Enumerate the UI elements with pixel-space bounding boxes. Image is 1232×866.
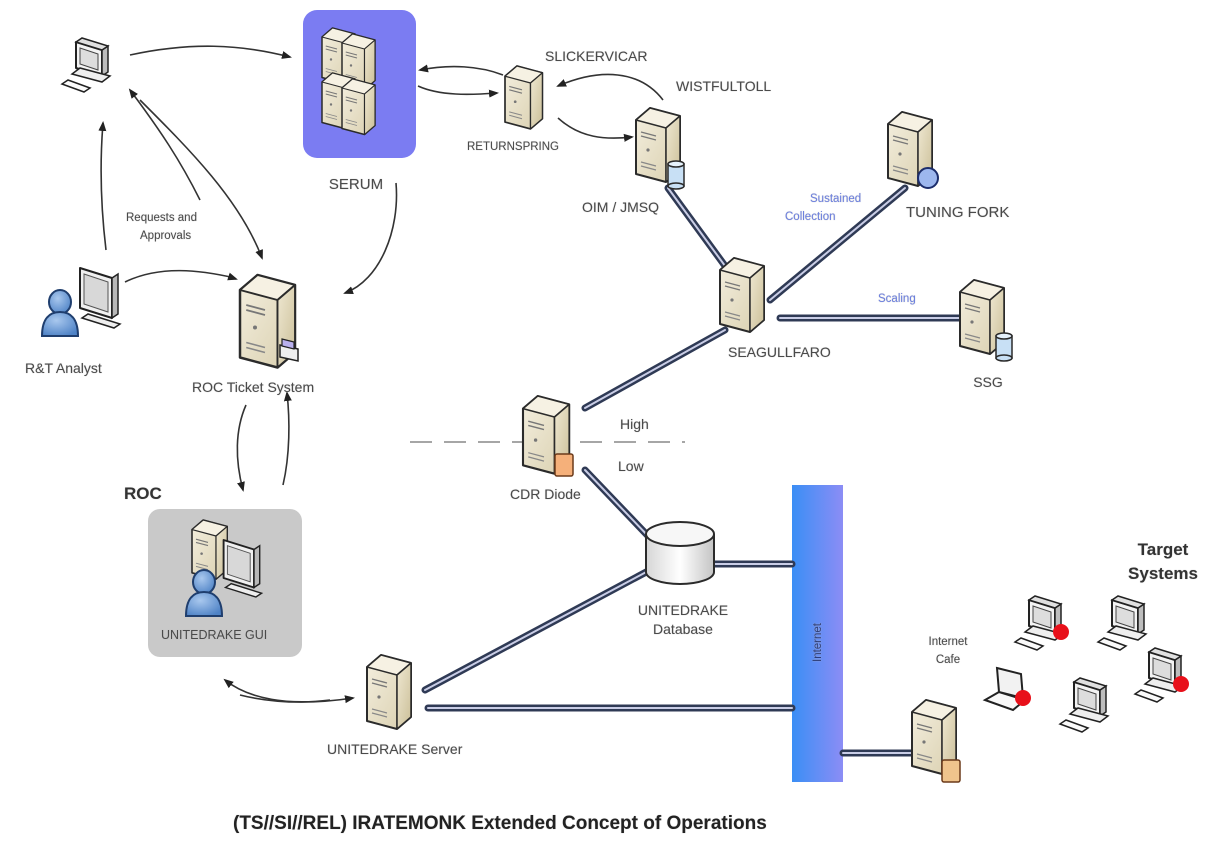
infection-marker <box>1173 676 1189 692</box>
internet-label: Internet <box>812 623 824 662</box>
seagullfaro-server-icon[interactable] <box>719 257 765 333</box>
tuning-fork-server-icon[interactable] <box>887 111 939 189</box>
arrow-wistfultoll-returnspring <box>556 73 664 101</box>
flow-arrows <box>98 45 664 704</box>
arrow-ticket-workstation <box>128 88 201 201</box>
database-icon <box>667 160 685 190</box>
cdr-diode-server-icon[interactable] <box>521 394 574 477</box>
cdr-diode-label: CDR Diode <box>510 486 581 502</box>
unitedrake-server-icon[interactable] <box>366 654 412 730</box>
slickervicar-label: SLICKERVICAR <box>545 48 648 64</box>
rt-analyst-label: R&T Analyst <box>25 360 102 376</box>
internet-cafe-server-icon[interactable] <box>911 699 961 783</box>
workstation-icon[interactable] <box>61 37 111 93</box>
serum-label: SERUM <box>328 176 384 193</box>
ssg-server-icon[interactable] <box>959 279 1013 362</box>
oim-jmsq-label: OIM / JMSQ <box>582 199 659 215</box>
arrow-ticket-gui <box>236 404 247 492</box>
target-desktop-icon[interactable] <box>1134 647 1189 703</box>
diode-icon <box>554 453 574 477</box>
target-systems-label-1: Target <box>1137 540 1189 559</box>
returnspring-label: RETURNSPRING <box>467 141 560 153</box>
target-laptop-icon[interactable] <box>982 666 1031 712</box>
arrow-serum-returnspring <box>417 85 499 98</box>
arrow-serum-ticket <box>343 182 398 294</box>
low-label: Low <box>618 458 644 474</box>
roc-ticket-server-icon[interactable] <box>238 273 299 369</box>
arrow-workstation-ticket <box>139 99 263 260</box>
arrow-returnspring-oim <box>557 117 634 142</box>
unitedrake-db-label-1: UNITEDRAKE <box>637 602 729 618</box>
arrow-analyst-ticket <box>124 269 236 283</box>
internet-cafe-label-2: Cafe <box>935 654 961 666</box>
high-label: High <box>620 416 649 432</box>
target-systems-label-2: Systems <box>1128 564 1198 583</box>
returnspring-server-icon[interactable] <box>504 65 544 130</box>
roc-box <box>148 509 302 657</box>
rt-analyst-icon[interactable] <box>41 267 121 337</box>
scaling-label: Scaling <box>878 293 916 305</box>
arrow-workstation-serum <box>129 45 292 59</box>
sustained-collection-label-2: Collection <box>785 211 836 223</box>
arrow-analyst-workstation <box>98 121 107 251</box>
requests-approvals-label-2: Approvals <box>140 230 192 242</box>
link-cdr-database <box>581 466 654 542</box>
printer-icon <box>279 338 299 362</box>
seagullfaro-label: SEAGULLFARO <box>728 344 831 360</box>
arrow-gui-server <box>239 694 355 704</box>
oim-jmsq-server-icon[interactable] <box>635 107 685 190</box>
wistfultoll-label: WISTFULTOLL <box>676 78 772 94</box>
link-seagullfaro-cdr <box>581 326 729 412</box>
target-desktop-icon[interactable] <box>1014 595 1069 651</box>
infection-marker <box>1053 624 1069 640</box>
infection-marker <box>1015 690 1031 706</box>
diagram-caption: (TS//SI//REL) IRATEMONK Extended Concept… <box>233 813 767 834</box>
globe-icon <box>917 167 939 189</box>
network-links <box>421 184 969 757</box>
roc-label: ROC <box>124 484 162 503</box>
arrow-server-gui <box>223 678 331 703</box>
target-desktop-icon[interactable] <box>1097 595 1147 651</box>
server-cluster-icon[interactable] <box>321 27 376 136</box>
unitedrake-database-icon[interactable] <box>645 521 715 585</box>
tuning-fork-label: TUNING FORK <box>906 204 1010 221</box>
arrow-returnspring-serum <box>418 64 504 76</box>
unitedrake-gui-label: UNITEDRAKE GUI <box>161 628 268 642</box>
sustained-collection-label-1: Sustained <box>810 193 862 205</box>
link-seagullfaro-tuningfork <box>766 184 909 304</box>
requests-approvals-label-1: Requests and <box>126 212 197 224</box>
arrow-gui-ticket <box>282 391 292 486</box>
internet-cafe-label-1: Internet <box>928 636 968 648</box>
target-desktop-icon[interactable] <box>1059 677 1109 733</box>
unitedrake-db-label-2: Database <box>653 621 713 637</box>
link-server-database <box>421 566 654 694</box>
target-systems-group <box>982 595 1189 733</box>
internet-bar <box>792 485 843 782</box>
unitedrake-server-label: UNITEDRAKE Server <box>327 741 463 757</box>
ssg-label: SSG <box>973 374 1003 390</box>
database-icon <box>995 332 1013 362</box>
roc-ticket-label: ROC Ticket System <box>192 379 315 395</box>
